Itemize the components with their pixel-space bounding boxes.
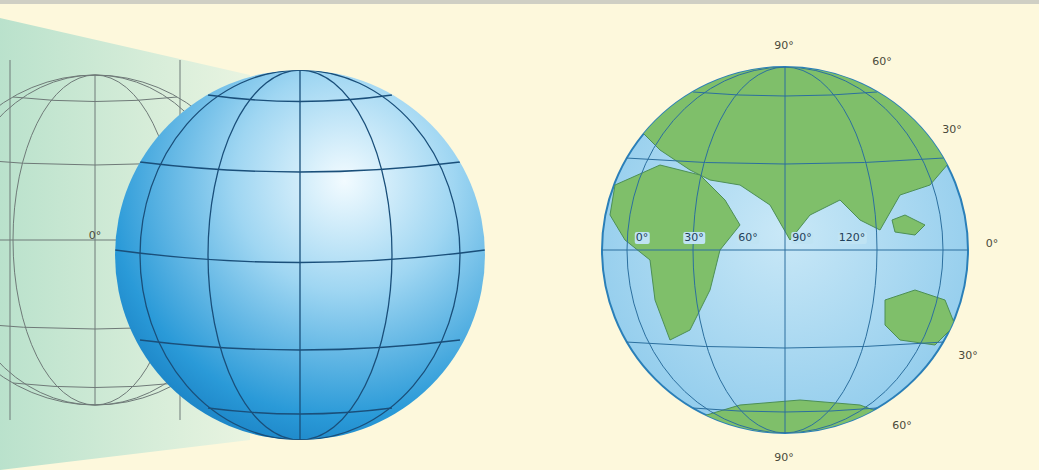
degree-label: 120° [838, 232, 867, 244]
degree-label: 90° [773, 452, 795, 464]
degree-label: 60° [737, 232, 759, 244]
degree-label: 60° [871, 56, 893, 68]
degree-label: 60° [891, 420, 913, 432]
degree-label: 0° [88, 230, 103, 242]
degree-label: 90° [791, 232, 813, 244]
degree-label: 0° [635, 232, 650, 244]
degree-label: 90° [773, 40, 795, 52]
degree-label: 30° [957, 350, 979, 362]
degree-label: 30° [683, 232, 705, 244]
degree-label: 30° [941, 124, 963, 136]
degree-label: 0° [985, 238, 1000, 250]
